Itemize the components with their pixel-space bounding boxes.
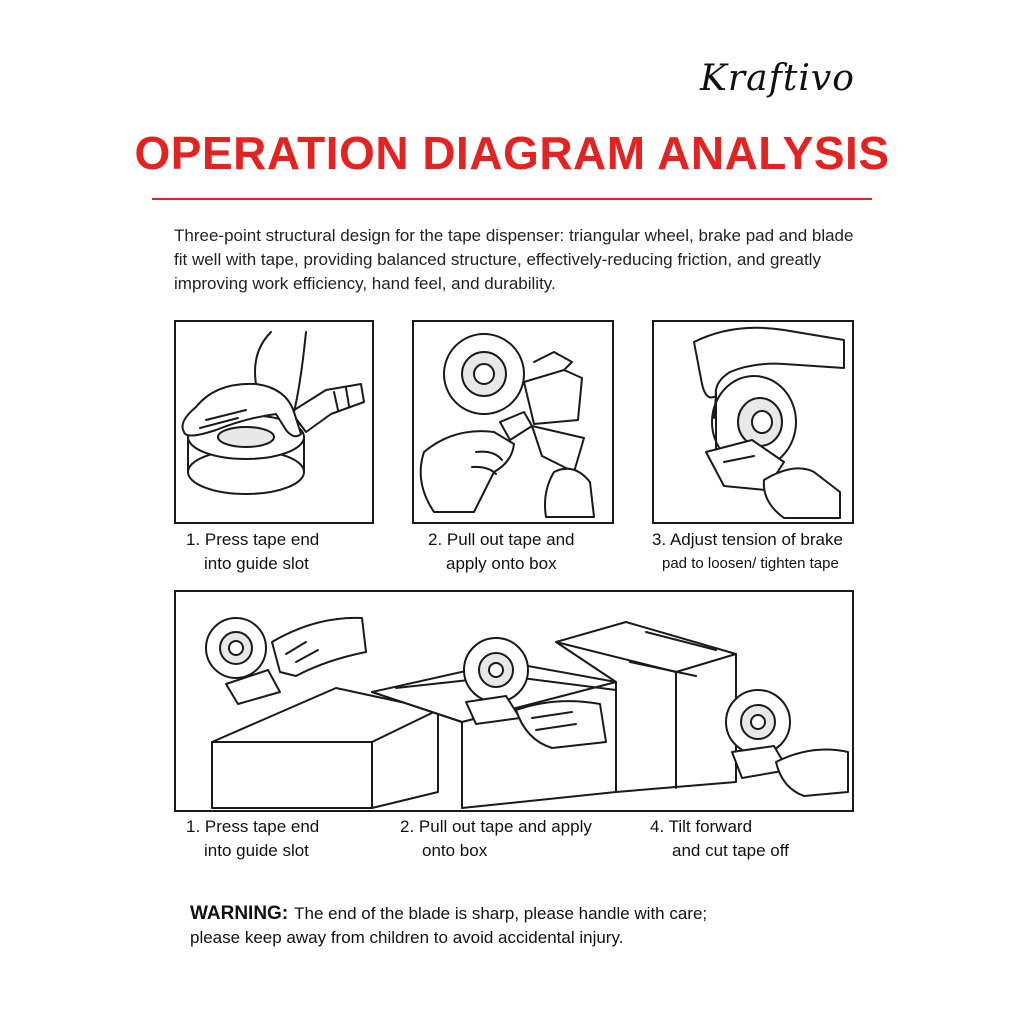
bottom-step-2-line2: onto box bbox=[422, 841, 488, 860]
dispenser-press-illustration bbox=[181, 331, 365, 495]
bottom-step-1-line1: 1. Press tape end bbox=[186, 817, 320, 836]
top-step-1-line1: 1. Press tape end bbox=[186, 530, 320, 549]
bottom-step-3-line2: and cut tape off bbox=[672, 841, 789, 860]
bottom-step-1-line2: into guide slot bbox=[204, 841, 309, 860]
step-illustration-1 bbox=[174, 320, 374, 524]
bottom-step-3-line1: 4. Tilt forward bbox=[650, 817, 753, 836]
bottom-step-1-caption: 1. Press tape end into guide slot bbox=[186, 815, 406, 863]
dispenser-pull-illustration bbox=[419, 333, 595, 518]
top-step-1-caption: 1. Press tape end into guide slot bbox=[186, 528, 386, 576]
bottom-step-3-caption: 4. Tilt forward and cut tape off bbox=[650, 815, 850, 863]
warning-label: WARNING: bbox=[190, 903, 289, 924]
brake-adjust-illustration bbox=[693, 326, 845, 519]
warning-line1: The end of the blade is sharp, please ha… bbox=[294, 904, 708, 923]
page-title: OPERATION DIAGRAM ANALYSIS bbox=[134, 127, 890, 179]
warning-notice: WARNING: The end of the blade is sharp, p… bbox=[190, 902, 910, 950]
intro-text: Three-point structural design for the ta… bbox=[174, 226, 854, 293]
top-step-3-line1: 3. Adjust tension of brake bbox=[652, 530, 843, 549]
box-taping-scene bbox=[205, 616, 849, 809]
bottom-step-2-caption: 2. Pull out tape and apply onto box bbox=[400, 815, 640, 863]
top-step-2-line2: apply onto box bbox=[446, 554, 557, 573]
brand-logo: Kraftivo bbox=[700, 58, 855, 99]
top-step-1-line2: into guide slot bbox=[204, 554, 309, 573]
bottom-step-2-line1: 2. Pull out tape and apply bbox=[400, 817, 592, 836]
top-step-2-line1: 2. Pull out tape and bbox=[428, 530, 575, 549]
top-step-2-caption: 2. Pull out tape and apply onto box bbox=[428, 528, 628, 576]
warning-line2: please keep away from children to avoid … bbox=[190, 928, 624, 947]
top-step-3-line2: pad to loosen/ tighten tape bbox=[662, 555, 839, 572]
title-divider bbox=[152, 198, 872, 200]
top-step-3-caption: 3. Adjust tension of brake pad to loosen… bbox=[652, 528, 872, 576]
step-illustration-3 bbox=[652, 320, 854, 524]
step-illustration-2 bbox=[412, 320, 614, 524]
box-taping-illustration bbox=[174, 590, 854, 812]
